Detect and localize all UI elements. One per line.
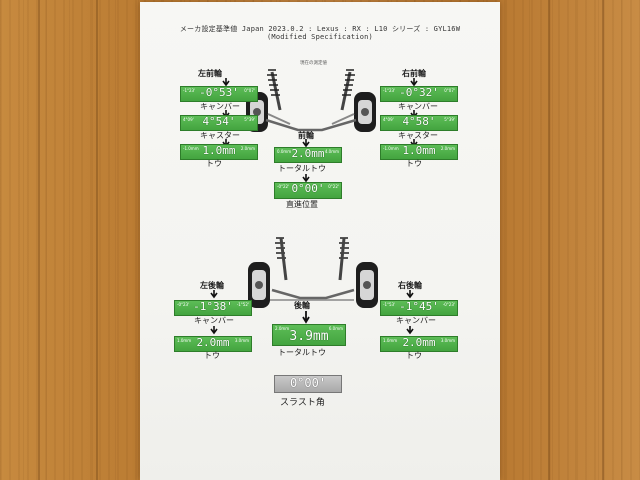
- down-arrow-icon: [406, 290, 414, 299]
- down-arrow-icon: [406, 326, 414, 335]
- front-left-camber-label: キャンバー: [200, 102, 240, 111]
- rear-right-toe-gauge: 1.0mm 3.0mm 2.0mm: [380, 336, 458, 352]
- front-right-camber-gauge: -1°23' 0°07' -0°32': [380, 86, 458, 102]
- front-suspension-diagram: [246, 69, 376, 132]
- rear-left-toe-label: トウ: [204, 351, 220, 360]
- report-title: メーカ設定基準値 Japan 2023.0.2 : Lexus : RX : L…: [179, 25, 461, 33]
- down-arrow-icon: [410, 78, 418, 87]
- rear-left-camber-value: -1°38': [193, 300, 233, 313]
- rear-right-toe-value: 2.0mm: [402, 336, 436, 349]
- front-left-caster-gauge: 4°09' 5°39' 4°54': [180, 115, 258, 131]
- down-arrow-icon: [302, 139, 310, 148]
- front-right-camber-value: -0°32': [399, 86, 439, 99]
- straight-position-value: 0°00': [291, 182, 325, 195]
- rear-left-label: 左後輪: [200, 281, 224, 290]
- front-right-toe-gauge: -1.0mm 2.0mm 1.0mm: [380, 144, 458, 160]
- front-left-caster-value: 4°54': [202, 115, 236, 128]
- floor-plank-seam: [602, 0, 604, 480]
- front-left-caster-label: キャスター: [200, 131, 240, 140]
- rear-right-camber-value: -1°45': [399, 300, 439, 313]
- alignment-report-sheet: メーカ設定基準値 Japan 2023.0.2 : Lexus : RX : L…: [140, 2, 500, 480]
- rear-right-camber-gauge: -1°53' -0°23' -1°45': [380, 300, 458, 316]
- rear-right-toe-label: トウ: [406, 351, 422, 360]
- front-left-toe-label: トウ: [206, 159, 222, 168]
- front-total-toe-value: 2.0mm: [291, 147, 325, 160]
- down-arrow-icon: [210, 326, 218, 335]
- front-right-caster-gauge: 4°09' 5°39' 4°58': [380, 115, 458, 131]
- front-left-camber-gauge: -1°23' 0°07' -0°53': [180, 86, 258, 102]
- straight-position-label: 直進位置: [286, 200, 318, 209]
- front-right-caster-label: キャスター: [398, 131, 438, 140]
- straight-position-gauge: -0°22' 0°22' 0°00': [274, 182, 342, 199]
- down-arrow-icon: [302, 311, 310, 324]
- rear-left-camber-gauge: -0°23' -1°52' -1°38': [174, 300, 252, 316]
- front-right-camber-label: キャンバー: [398, 102, 438, 111]
- report-subtitle: (Modified Specification): [267, 33, 373, 41]
- front-caption: 現在の測定値: [300, 61, 327, 66]
- floor-plank-seam: [38, 0, 40, 480]
- thrust-angle-value: 0°00': [289, 376, 327, 390]
- front-total-toe-heading: 前輪: [298, 131, 314, 140]
- rear-total-toe-heading: 後輪: [294, 301, 310, 310]
- thrust-angle-gauge: 0°00': [274, 375, 342, 393]
- rear-right-label: 右後輪: [398, 281, 422, 290]
- floor-plank-seam: [548, 0, 550, 480]
- rear-left-toe-value: 2.0mm: [196, 336, 230, 349]
- rear-left-camber-label: キャンバー: [194, 316, 234, 325]
- floor-plank-seam: [96, 0, 98, 480]
- rear-right-camber-label: キャンバー: [396, 316, 436, 325]
- front-left-toe-gauge: -1.0mm 2.0mm 1.0mm: [180, 144, 258, 160]
- thrust-angle-label: スラスト角: [280, 398, 325, 408]
- front-left-toe-value: 1.0mm: [202, 144, 236, 157]
- front-total-toe-gauge: 0.0mm 4.0mm 2.0mm: [274, 147, 342, 163]
- front-right-label: 右前輪: [402, 69, 426, 78]
- front-left-camber-value: -0°53': [199, 86, 239, 99]
- rear-left-toe-gauge: 1.0mm 3.0mm 2.0mm: [174, 336, 252, 352]
- down-arrow-icon: [222, 78, 230, 87]
- rear-total-toe-gauge: 2.0mm 6.0mm 3.9mm: [272, 324, 346, 346]
- front-left-label: 左前輪: [198, 69, 222, 78]
- rear-total-toe-label: トータルトウ: [278, 348, 326, 357]
- down-arrow-icon: [302, 174, 310, 183]
- down-arrow-icon: [210, 290, 218, 299]
- front-right-caster-value: 4°58': [402, 115, 436, 128]
- rear-suspension-diagram: [248, 237, 378, 308]
- rear-total-toe-value: 3.9mm: [289, 329, 329, 344]
- front-right-toe-label: トウ: [406, 159, 422, 168]
- front-total-toe-label: トータルトウ: [278, 164, 326, 173]
- front-right-toe-value: 1.0mm: [402, 144, 436, 157]
